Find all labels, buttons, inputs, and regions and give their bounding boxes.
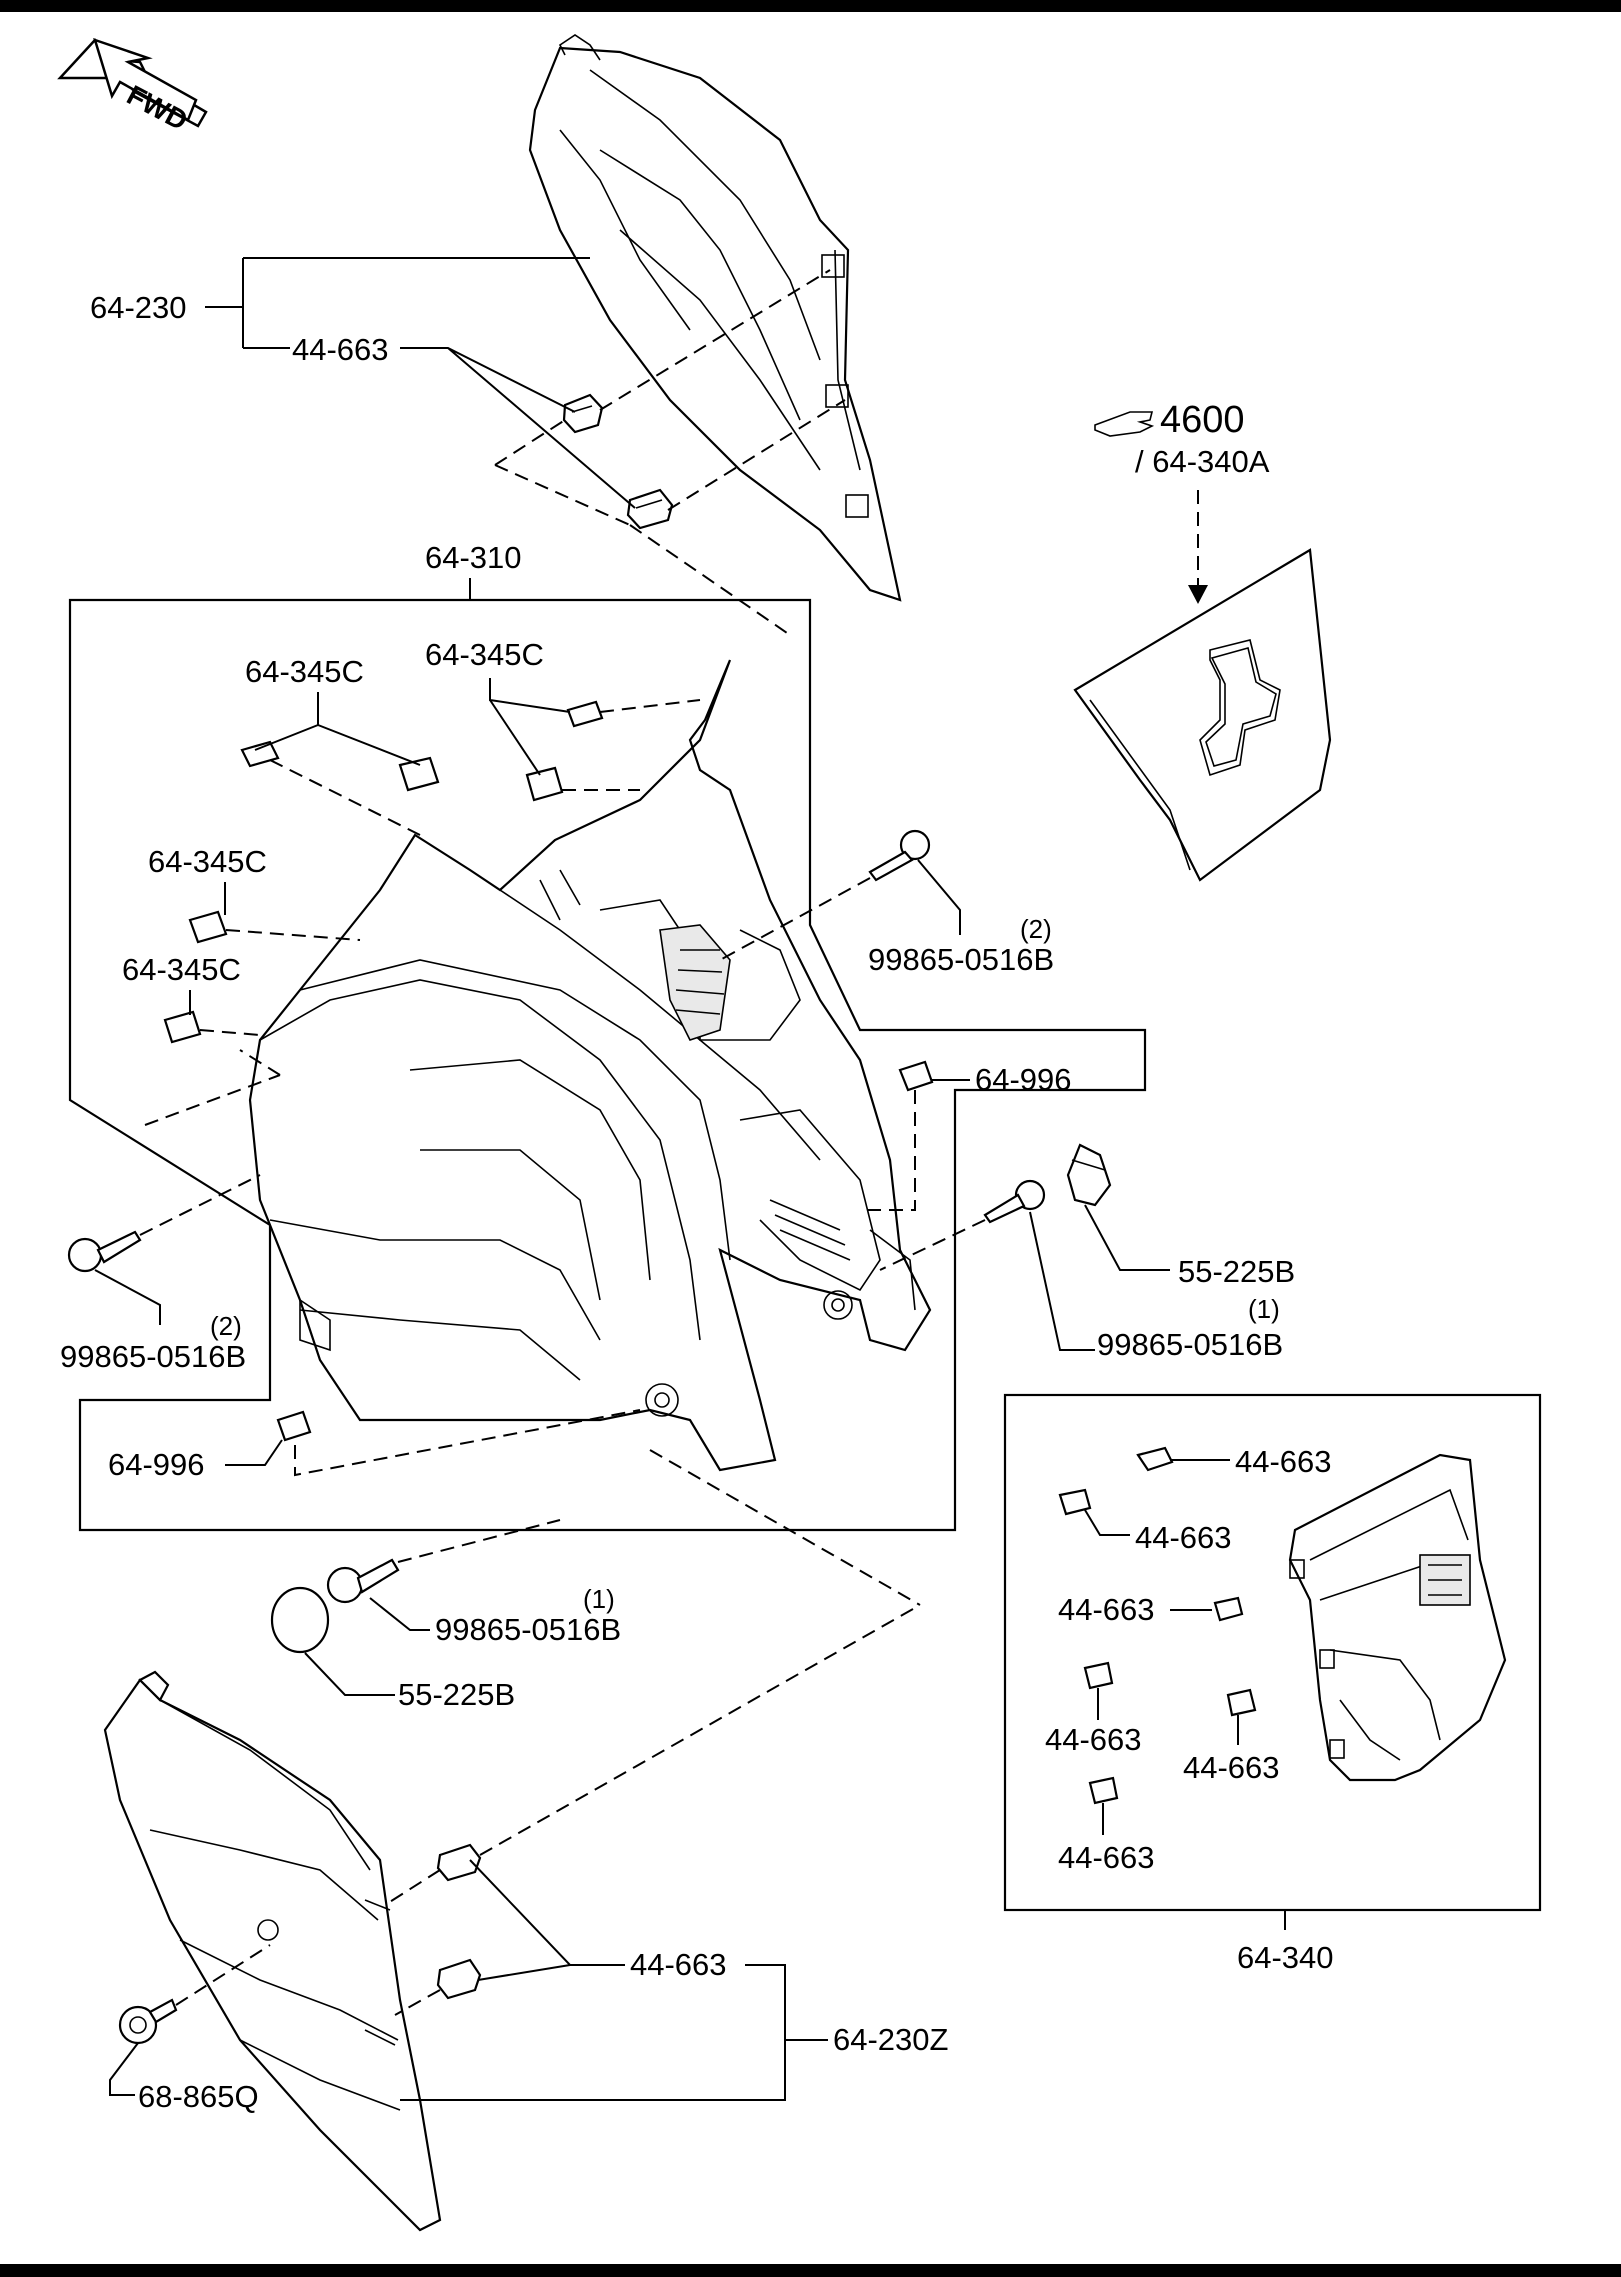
ref-part: / 64-340A [1135,444,1270,479]
label-99865-right-mid: 99865-0516B [1097,1327,1283,1362]
clip-64-345c-2 [398,756,440,792]
label-99865-right-top: 99865-0516B [868,942,1054,977]
main-side-trim [248,659,932,1472]
screw-right-mid [983,1179,1046,1224]
kit-clip-5-icon [1226,1688,1257,1717]
clip-64-345c-1 [240,740,280,768]
bottom-border [0,2264,1621,2277]
top-border [0,0,1621,12]
clip-64-345c-4 [525,766,564,802]
label-64-310: 64-310 [425,540,522,575]
group-64-310-outline [68,598,1147,1532]
label-64-345c-b: 64-345C [425,637,544,672]
label-kit-clip-4: 44-663 [1045,1722,1142,1757]
label-kit-clip-6: 44-663 [1058,1840,1155,1875]
clip-44-663-lower-b [436,1958,482,2000]
clip-64-345c-3 [566,700,604,728]
clip-64-996-right [898,1060,934,1092]
label-99865-left: 99865-0516B [60,1339,246,1374]
label-64-345c-d: 64-345C [122,952,241,987]
kit-64-340-box [1003,1393,1542,1912]
screw-right-top [868,829,931,882]
clip-44-663-upper-a [562,393,604,434]
kit-clip-3-icon [1213,1596,1244,1622]
qty-99865-bottom: (1) [583,1584,615,1614]
ref-number: 4600 [1160,399,1245,441]
label-64-230z: 64-230Z [833,2022,948,2057]
label-55-225b-bottom: 55-225B [398,1677,515,1712]
console-side-panel [1288,1453,1507,1782]
qty-99865-right-mid: (1) [1248,1294,1280,1324]
label-99865-bottom: 99865-0516B [435,1612,621,1647]
push-clip-68-865q [118,1998,178,2045]
clip-64-996-left [276,1410,312,1442]
grommet-right [1066,1143,1112,1207]
screw-bottom [326,1558,400,1604]
clip-64-345c-6 [163,1010,202,1044]
upper-trim-panel [528,34,902,602]
label-64-230: 64-230 [90,290,187,325]
clip-44-663-lower-a [436,1843,482,1882]
label-64-996-left: 64-996 [108,1447,205,1482]
label-kit-clip-1: 44-663 [1235,1444,1332,1479]
qty-99865-right-top: (2) [1020,914,1052,944]
label-55-225b-right: 55-225B [1178,1254,1295,1289]
label-kit-clip-3: 44-663 [1058,1592,1155,1627]
lower-trim-panel [103,1670,442,2232]
label-64-340: 64-340 [1237,1940,1334,1975]
fwd-arrow-icon: FWD [57,38,208,136]
label-64-345c-a: 64-345C [245,654,364,689]
shift-panel [1073,548,1332,882]
kit-clip-2-icon [1058,1488,1092,1516]
clip-64-345c-5 [188,910,228,944]
label-44-663-top: 44-663 [292,332,389,367]
clip-44-663-upper-b [626,488,674,530]
screw-left [67,1230,142,1273]
label-kit-clip-2: 44-663 [1135,1520,1232,1555]
label-kit-clip-5: 44-663 [1183,1750,1280,1785]
label-64-345c-c: 64-345C [148,844,267,879]
kit-clip-6-icon [1088,1776,1119,1805]
kit-clip-4-icon [1083,1661,1114,1690]
kit-clip-1-icon [1136,1446,1174,1472]
label-64-996-right: 64-996 [975,1062,1072,1097]
cap-55-225b-bottom [270,1586,330,1654]
hand-pointer-icon [1094,411,1155,437]
qty-99865-left: (2) [210,1311,242,1341]
label-44-663-bottom: 44-663 [630,1947,727,1982]
label-68-865q: 68-865Q [138,2079,259,2114]
